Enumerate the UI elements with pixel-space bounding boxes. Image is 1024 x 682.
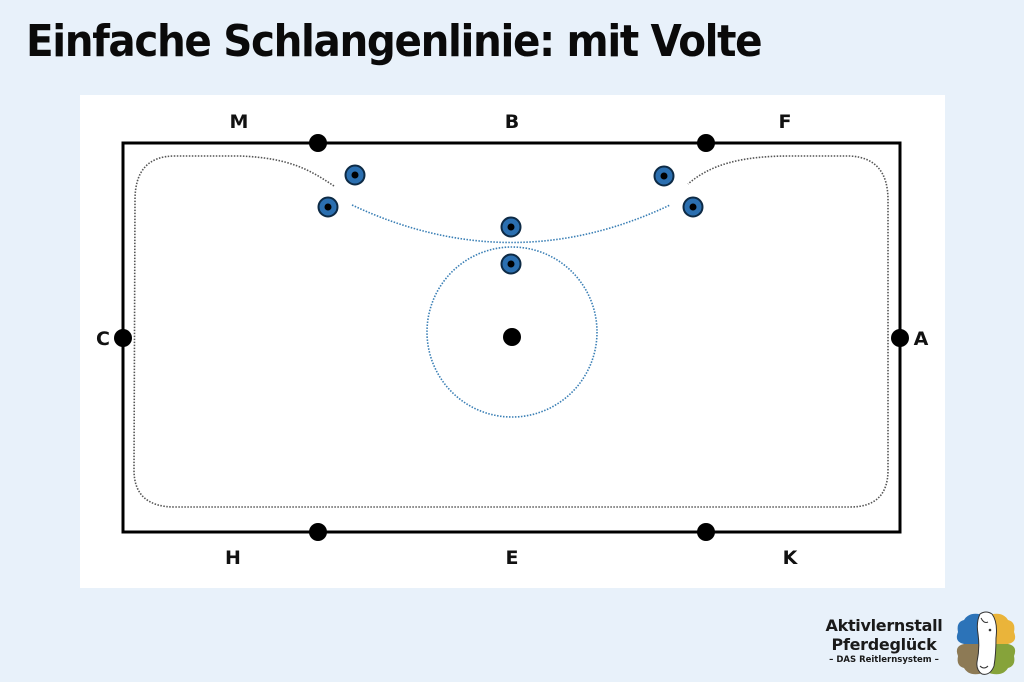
logo-line-1: Aktivlernstall <box>825 616 943 635</box>
letter-m: M <box>230 111 249 133</box>
logo-text: Aktivlernstall Pferdeglück – DAS Reitler… <box>822 616 946 667</box>
marker-dot-k <box>697 523 715 541</box>
letter-f: F <box>779 111 792 133</box>
volte-circle <box>426 246 598 418</box>
letter-c: C <box>96 328 110 350</box>
logo-tagline: – DAS Reitlernsystem – <box>829 655 939 665</box>
marker-dot-m <box>309 134 327 152</box>
cone-icon <box>344 164 366 186</box>
cones <box>317 164 704 275</box>
marker-dot-h <box>309 523 327 541</box>
logo-line-2: Pferdeglück <box>831 635 937 654</box>
marker-dot-c <box>114 329 132 347</box>
letter-a: A <box>914 328 929 350</box>
outer-track-left <box>133 155 889 508</box>
clover-horse-icon <box>956 611 1016 675</box>
center-marker-dot <box>503 328 521 346</box>
cone-icon <box>500 253 522 275</box>
marker-dot-f <box>697 134 715 152</box>
cone-icon <box>682 196 704 218</box>
letter-b: B <box>505 111 519 133</box>
brand-logo: Aktivlernstall Pferdeglück – DAS Reitler… <box>822 611 1022 682</box>
cone-icon <box>317 196 339 218</box>
cone-icon <box>653 165 675 187</box>
serpentine-path <box>351 204 671 244</box>
page-title: Einfache Schlangenlinie: mit Volte <box>26 16 763 67</box>
marker-dot-a <box>891 329 909 347</box>
letter-k: K <box>783 547 799 569</box>
letter-h: H <box>225 547 241 569</box>
letter-e: E <box>506 547 519 569</box>
cone-icon <box>500 216 522 238</box>
